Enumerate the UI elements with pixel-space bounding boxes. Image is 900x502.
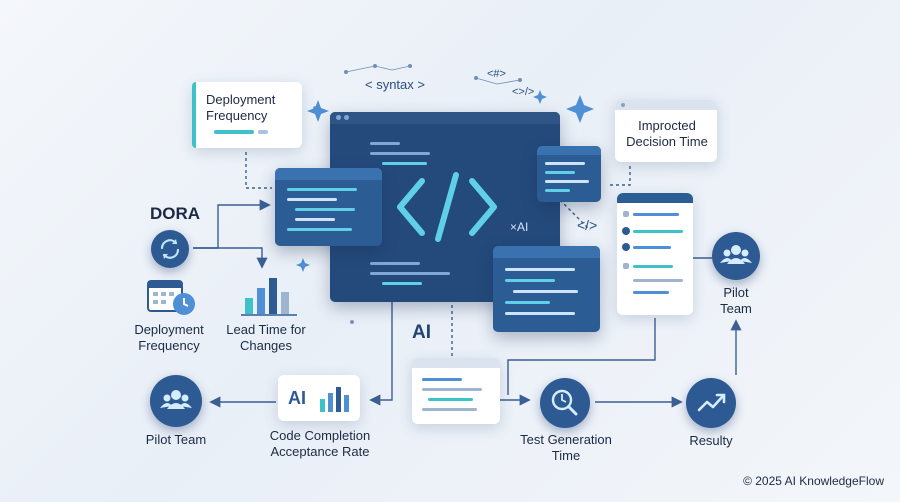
lead-time-label: Lead Time for Changes xyxy=(226,322,306,353)
magnifier-icon xyxy=(540,378,590,428)
mini-bar-chart-icon xyxy=(318,383,354,413)
deployment-frequency-card-title: Deployment Frequency xyxy=(206,92,276,123)
decision-time-title: Improcted Decision Time xyxy=(626,118,708,149)
code-brackets-icon xyxy=(392,167,502,247)
team-icon-right xyxy=(712,232,760,280)
result-label: Resulty xyxy=(689,433,733,448)
left-code-window xyxy=(275,168,382,246)
close-tag: <>/> xyxy=(512,86,535,98)
bottom-right-code-window xyxy=(493,246,600,332)
decision-time-card: Improcted Decision Time xyxy=(615,100,717,162)
syntax-tag: < syntax > xyxy=(365,77,425,92)
center-bottom-window xyxy=(412,358,500,424)
code-completion-card: AI xyxy=(278,375,360,421)
check-icon xyxy=(622,227,630,235)
calendar-icon xyxy=(146,277,198,317)
code-tag: <#> xyxy=(487,68,506,80)
refresh-icon xyxy=(151,230,189,268)
pilot-team-right-label: Pilot Team xyxy=(720,285,752,316)
check-icon xyxy=(622,243,630,251)
code-completion-label: Code Completion Acceptance Rate xyxy=(269,428,371,459)
deployment-frequency-label: Deployment Frequency xyxy=(134,322,204,353)
ai-center-label: AI xyxy=(412,322,431,343)
test-generation-label: Test Generation Time xyxy=(520,432,612,463)
copyright-footer: © 2025 AI KnowledgeFlow xyxy=(743,474,884,488)
bar-chart-icon xyxy=(241,272,299,316)
team-icon xyxy=(150,375,202,427)
checklist-window xyxy=(617,193,693,315)
ai-small-label: ×AI xyxy=(510,220,529,234)
trend-up-icon xyxy=(686,378,736,428)
ai-badge-label: AI xyxy=(288,388,306,408)
deployment-frequency-card: Deployment Frequency xyxy=(192,82,302,148)
code-icon-label: </> xyxy=(577,217,598,233)
right-small-window xyxy=(537,146,601,202)
pilot-team-left-label: Pilot Team xyxy=(145,432,207,447)
dora-title: DORA xyxy=(150,204,201,223)
